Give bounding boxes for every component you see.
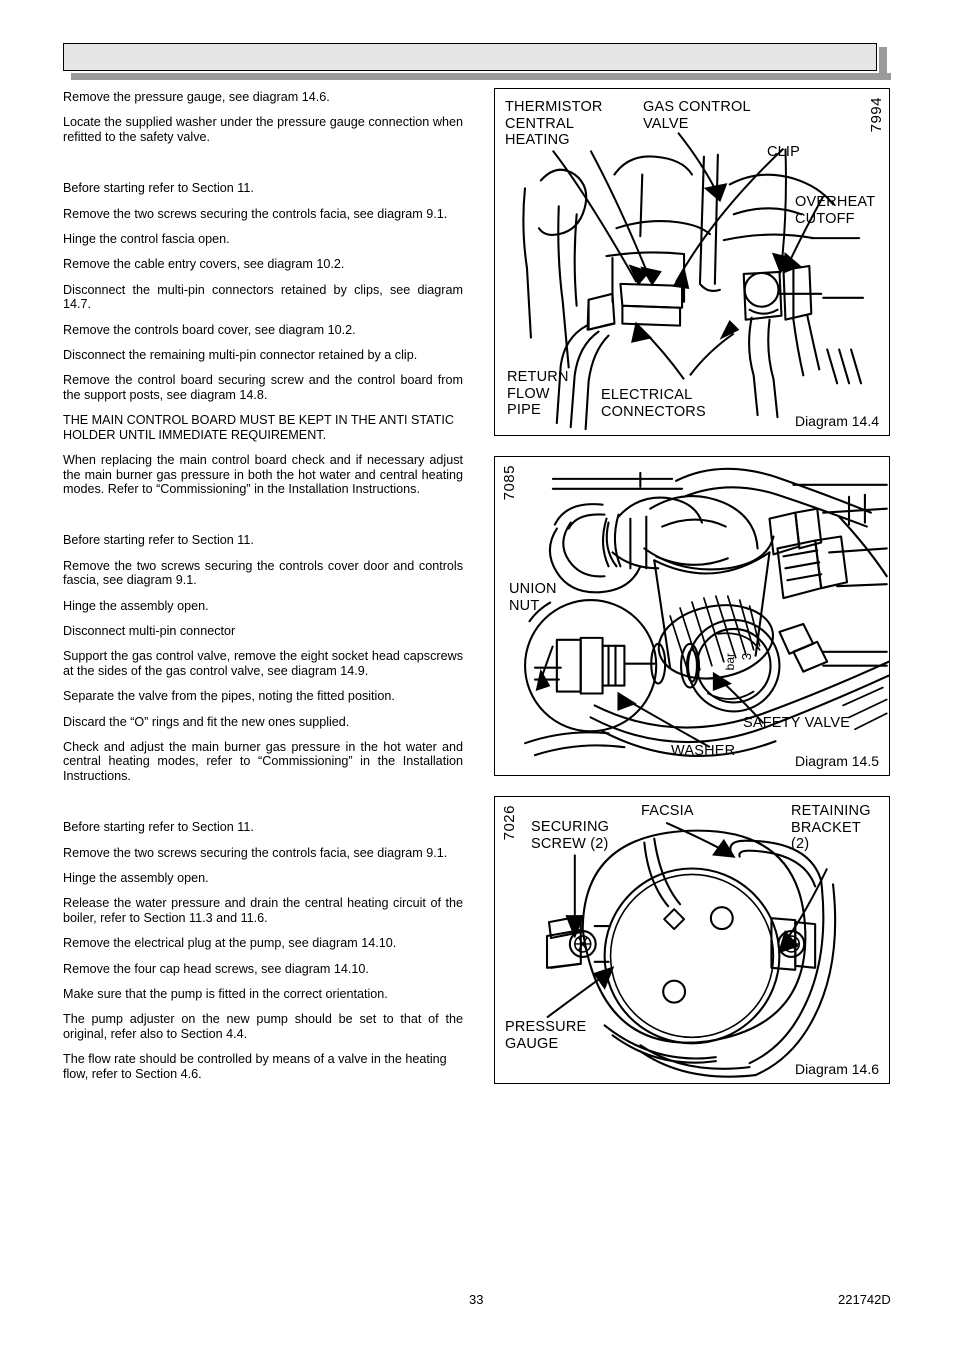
diagrams-column: 7994 THERMISTOR CENTRAL HEATING GAS CONT… <box>494 88 890 1104</box>
instruction-paragraph: Remove the two screws securing the contr… <box>63 206 448 221</box>
instruction-paragraph: Locate the supplied washer under the pre… <box>63 115 463 144</box>
document-code: 221742D <box>838 1292 891 1307</box>
label-gas-control-valve: GAS CONTROL VALVE <box>643 99 751 132</box>
gauge-unit-label: bar <box>723 653 737 671</box>
instruction-paragraph: Disconnect multi-pin connector <box>63 623 236 638</box>
instruction-paragraph: Hinge the control fascia open. <box>63 232 230 247</box>
instruction-paragraph: Support the gas control valve, remove th… <box>63 649 463 678</box>
diagram-14-5-artwork <box>495 457 889 775</box>
label-facsia: FACSIA <box>641 803 694 819</box>
diagram-14-6-id: 7026 <box>501 805 518 841</box>
label-safety-valve: SAFETY VALVE <box>743 715 851 731</box>
label-overheat-cutoff: OVERHEAT CUTOFF <box>795 194 876 227</box>
instruction-paragraph: Release the water pressure and drain the… <box>63 896 463 925</box>
page-number: 33 <box>469 1292 484 1307</box>
diagram-14-5: 7085 UNION NUT WASHER SAFETY VALVE bar 3… <box>494 456 890 776</box>
label-pressure-gauge: PRESSURE GAUGE <box>505 1019 587 1052</box>
instruction-paragraph: Remove the cable entry covers, see diagr… <box>63 257 345 272</box>
instruction-paragraph: Remove the four cap head screws, see dia… <box>63 961 369 976</box>
instruction-paragraph: Separate the valve from the pipes, notin… <box>63 689 395 704</box>
diagram-14-5-caption: Diagram 14.5 <box>794 753 879 769</box>
instruction-paragraph: Remove the two screws securing the contr… <box>63 558 463 588</box>
instruction-paragraph: Before starting refer to Section 11. <box>63 533 254 548</box>
diagram-14-6-artwork <box>495 797 889 1083</box>
label-union-nut-text: UNION NUT <box>509 581 557 614</box>
instruction-paragraph: Disconnect the remaining multi-pin conne… <box>63 348 418 363</box>
banner-shadow-right <box>879 47 887 75</box>
section-spacer <box>63 794 463 820</box>
banner-box <box>63 43 877 71</box>
instruction-paragraph: Remove the control board securing screw … <box>63 373 463 402</box>
diagram-14-4-caption: Diagram 14.4 <box>794 413 879 429</box>
instruction-paragraph: Discard the “O” rings and fit the new on… <box>63 714 350 729</box>
instruction-paragraph: The pump adjuster on the new pump should… <box>63 1012 463 1041</box>
diagram-14-6-caption: Diagram 14.6 <box>794 1061 879 1077</box>
instruction-paragraph: Before starting refer to Section 11. <box>63 181 254 196</box>
diagram-14-4: 7994 THERMISTOR CENTRAL HEATING GAS CONT… <box>494 88 890 436</box>
instructions-column: Remove the pressure gauge, see diagram 1… <box>63 90 463 1092</box>
instruction-paragraph: Remove the two screws securing the contr… <box>63 845 448 860</box>
label-securing-screw: SECURING SCREW (2) <box>531 819 610 852</box>
label-clip: CLIP <box>767 144 801 160</box>
section-spacer <box>63 155 463 181</box>
diagram-14-4-id: 7994 <box>868 97 885 133</box>
diagram-14-4-artwork <box>495 89 889 435</box>
instruction-paragraph: Disconnect the multi-pin connectors reta… <box>63 282 463 312</box>
instruction-paragraph: Make sure that the pump is fitted in the… <box>63 987 388 1002</box>
label-return-flow-pipe: RETURN FLOW PIPE <box>507 369 569 418</box>
instruction-paragraph: Remove the electrical plug at the pump, … <box>63 936 397 951</box>
instruction-paragraph: When replacing the main control board ch… <box>63 453 463 496</box>
label-electrical-connectors: ELECTRICAL CONNECTORS <box>601 387 706 420</box>
section-spacer <box>63 507 463 533</box>
label-retaining-bracket: RETAINING BRACKET (2) <box>791 803 871 852</box>
page-footer: 33 221742D <box>0 1292 954 1312</box>
diagram-14-6: 7026 SECURING SCREW (2) FACSIA RETAINING… <box>494 796 890 1084</box>
instruction-paragraph: Hinge the assembly open. <box>63 598 209 613</box>
instruction-paragraph: Hinge the assembly open. <box>63 871 209 885</box>
instruction-paragraph: Check and adjust the main burner gas pre… <box>63 739 463 783</box>
instruction-paragraph: Remove the controls board cover, see dia… <box>63 322 356 337</box>
banner-shadow-bottom <box>71 73 891 80</box>
gauge-rating-label: 3 <box>739 653 754 661</box>
instruction-paragraph: Remove the pressure gauge, see diagram 1… <box>63 90 330 104</box>
instruction-paragraph: THE MAIN CONTROL BOARD MUST BE KEPT IN T… <box>63 413 454 442</box>
label-thermistor-central-heating: THERMISTOR CENTRAL HEATING <box>505 99 603 148</box>
label-washer: WASHER <box>671 743 736 759</box>
instruction-paragraph: The flow rate should be controlled by me… <box>63 1052 447 1081</box>
instruction-paragraph: Before starting refer to Section 11. <box>63 820 254 835</box>
page-header-banner <box>63 43 891 80</box>
diagram-14-5-id: 7085 <box>501 465 518 501</box>
